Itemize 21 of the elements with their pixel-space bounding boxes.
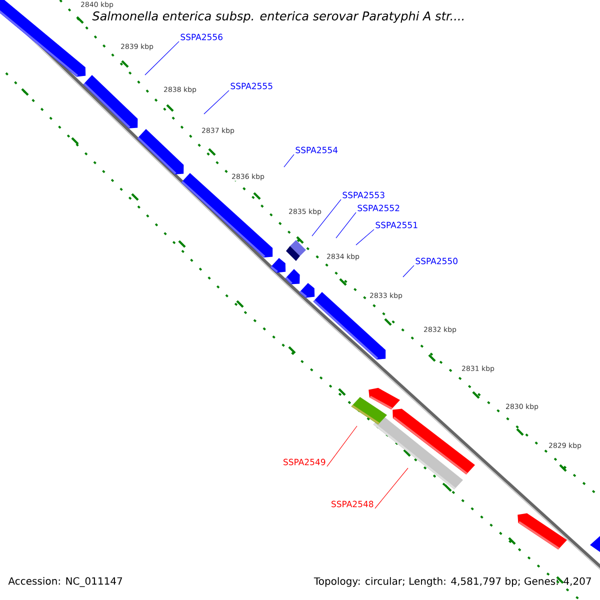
leader-line <box>144 41 180 76</box>
gene-label: SSPA2552 <box>358 204 400 212</box>
title: Salmonella enterica subsp. enterica serovar Paratyphi A str.... <box>92 11 464 23</box>
gene-label: SSPA2550 <box>416 258 458 264</box>
leader-line <box>402 265 414 278</box>
accession-text: Accession: NC_011147 <box>8 577 122 587</box>
leader-line <box>326 426 358 467</box>
leader-line <box>204 90 230 114</box>
gene-label: SSPA2549 <box>284 458 326 466</box>
leader-line <box>356 229 374 246</box>
gene-label: SSPA2553 <box>342 192 384 198</box>
gene-label: SSPA2551 <box>376 222 418 228</box>
gene-label: SSPA2556 <box>180 34 222 40</box>
gene-label: SSPA2554 <box>296 146 338 154</box>
gene-label: SSPA2555 <box>230 82 272 90</box>
leader-line <box>312 199 342 236</box>
topology-text: Topology: circular; Length: 4,581,797 bp; Genes: 4,207 <box>314 577 591 587</box>
leader-line <box>284 154 294 168</box>
leader-line <box>336 212 356 238</box>
gene-label: SSPA2548 <box>332 500 374 508</box>
leader-line <box>374 468 408 509</box>
